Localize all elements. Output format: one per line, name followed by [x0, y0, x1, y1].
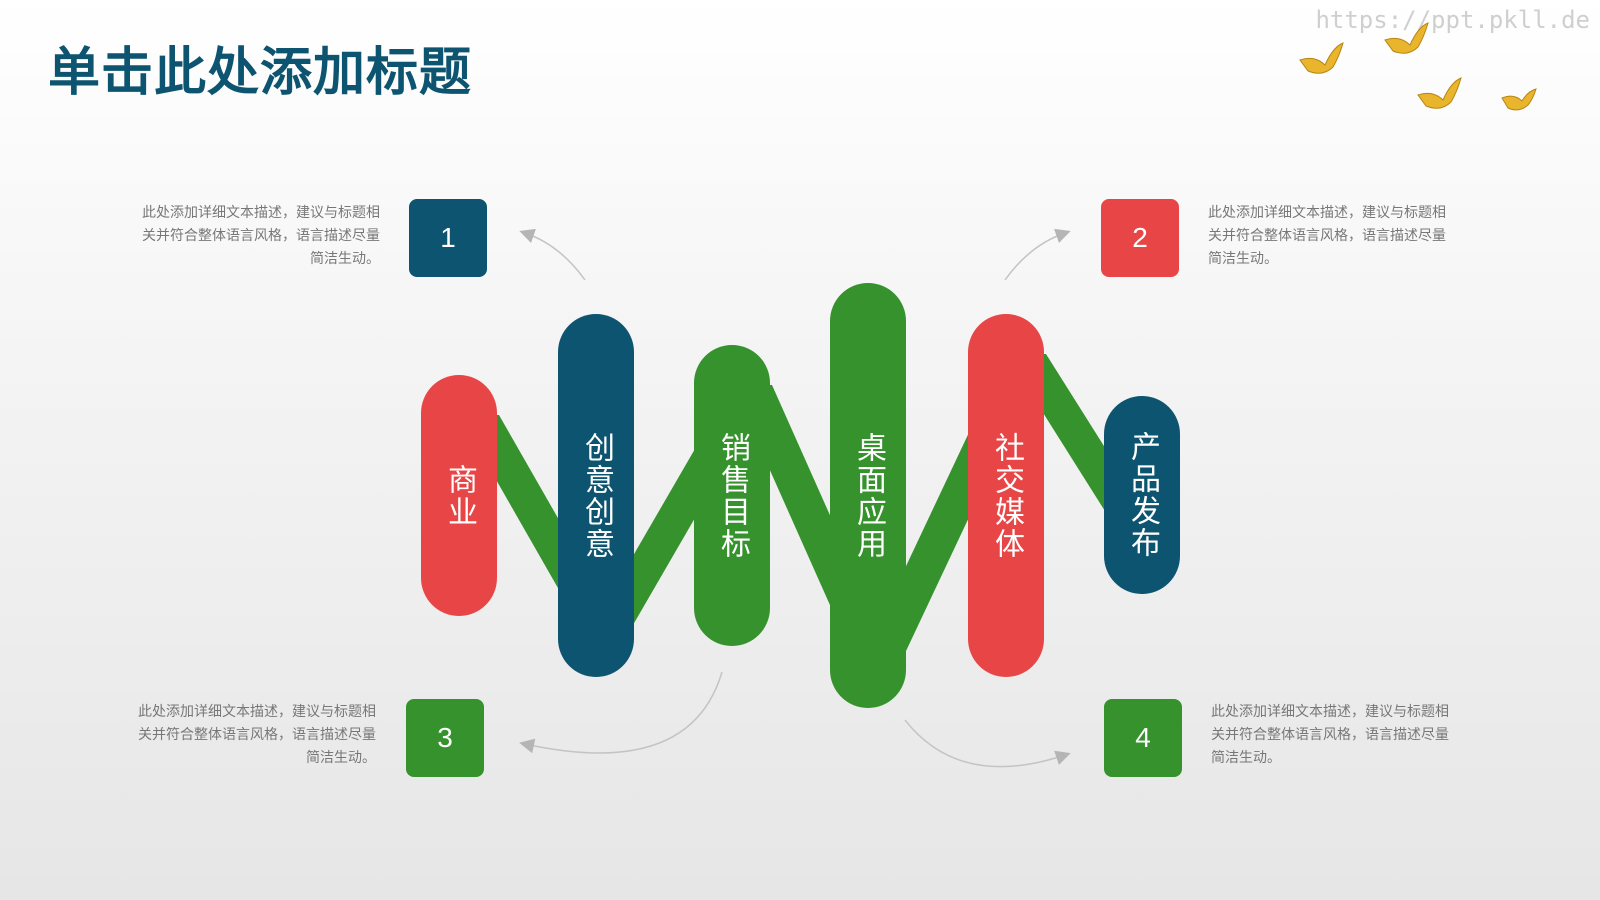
- item-1-number-box: 1: [409, 199, 487, 277]
- zigzag-bar: [830, 283, 906, 708]
- curved-arrow-icon: [1004, 228, 1071, 281]
- item-2-number-box: 2: [1101, 199, 1179, 277]
- flying-birds-icon: [1299, 22, 1537, 111]
- item-4-number-box: 4: [1104, 699, 1182, 777]
- item-1-description: 此处添加详细文本描述，建议与标题相关并符合整体语言风格，语言描述尽量简洁生动。: [142, 205, 380, 267]
- zigzag-bar: [421, 375, 497, 616]
- zigzag-bar: [694, 345, 770, 646]
- zigzag-bar: [968, 314, 1044, 677]
- curved-arrow-icon: [519, 228, 586, 281]
- watermark: https://ppt.pkll.de: [1315, 6, 1590, 34]
- bar-label: 商业: [442, 463, 477, 528]
- curved-arrow-icon: [519, 671, 723, 754]
- bar-label: 产品发布: [1125, 431, 1160, 559]
- item-3-description: 此处添加详细文本描述，建议与标题相关并符合整体语言风格，语言描述尽量简洁生动。: [138, 704, 376, 766]
- bar-label: 创意创意: [579, 431, 614, 560]
- item-2-description: 此处添加详细文本描述，建议与标题相关并符合整体语言风格，语言描述尽量简洁生动。: [1208, 205, 1446, 267]
- item-3-number-box: 3: [406, 699, 484, 777]
- zigzag-bar: [1104, 396, 1180, 594]
- item-4-description: 此处添加详细文本描述，建议与标题相关并符合整体语言风格，语言描述尽量简洁生动。: [1211, 704, 1449, 766]
- zigzag-bar: [558, 314, 634, 677]
- curved-arrow-icon: [904, 719, 1071, 768]
- bar-label: 销售目标: [715, 431, 750, 560]
- page-title: 单击此处添加标题: [48, 43, 473, 103]
- bar-label: 社交媒体: [989, 431, 1024, 560]
- bar-label: 桌面应用: [851, 431, 886, 560]
